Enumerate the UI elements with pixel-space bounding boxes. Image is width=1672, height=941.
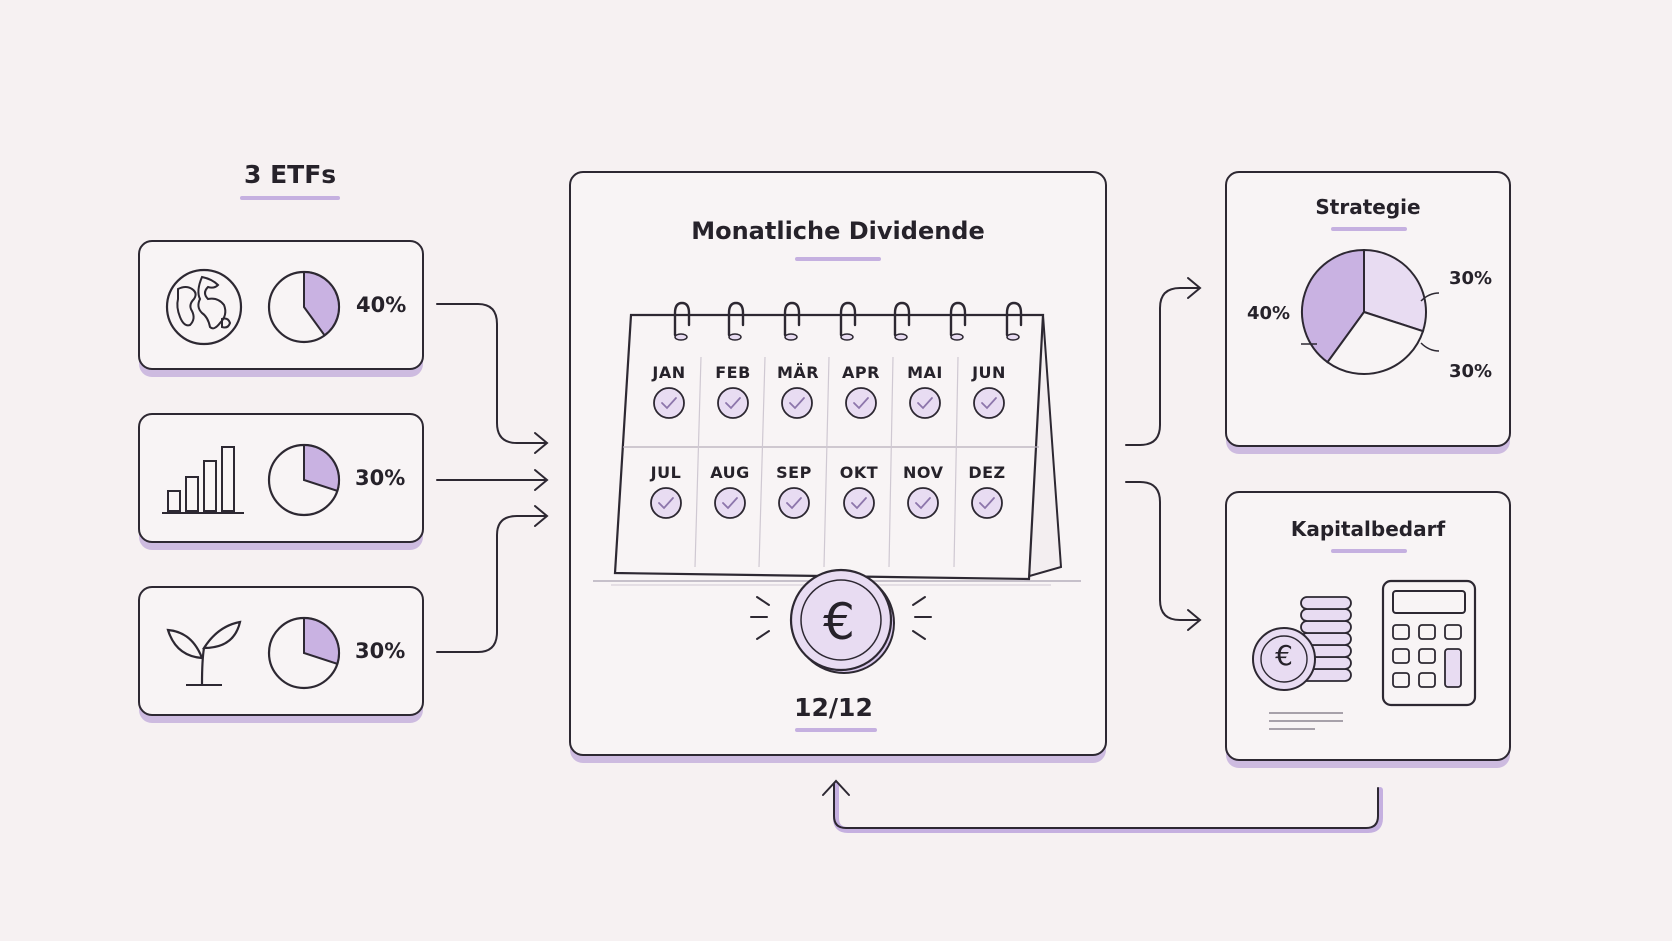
pie-highlight-slice <box>303 443 340 493</box>
strategy-title: Strategie <box>1315 195 1421 219</box>
sprout-icon <box>166 620 242 686</box>
calendar-ring <box>783 301 801 341</box>
calculator-icon <box>1381 579 1477 707</box>
etf-pie-chart <box>267 616 341 690</box>
euro-coin-icon <box>750 568 932 674</box>
month-label-aug: AUG <box>710 463 750 482</box>
month-label-mai: MAI <box>907 363 943 382</box>
month-label-sep: SEP <box>776 463 812 482</box>
calendar-ring <box>673 301 691 341</box>
strategy-title-underline <box>1331 227 1407 231</box>
etf-card-growth[interactable]: 30% <box>138 413 424 543</box>
month-label-mär: MÄR <box>777 363 820 382</box>
strategy-panel: Strategie 40% 30% 30% <box>1225 171 1511 447</box>
month-check-icon <box>971 487 1003 519</box>
month-label-apr: APR <box>842 363 880 382</box>
calendar-panel: Monatliche Dividende JAN FEB MÄR APR MAI JUN J… <box>569 171 1107 756</box>
calendar-ring <box>727 301 745 341</box>
strategy-label-30-top: 30% <box>1449 268 1493 289</box>
pie-highlight-slice <box>303 270 340 337</box>
etfs-title: 3 ETFs <box>244 160 337 189</box>
month-check-icon <box>973 387 1005 419</box>
month-label-jan: JAN <box>652 363 686 382</box>
calendar-ring <box>949 301 967 341</box>
etf-card-world[interactable]: 40% <box>138 240 424 370</box>
capital-coin-euro-symbol: € <box>1275 639 1293 672</box>
capital-title: Kapitalbedarf <box>1290 517 1446 541</box>
etf-pie-chart <box>267 443 341 517</box>
month-label-feb: FEB <box>715 363 751 382</box>
month-check-icon <box>845 387 877 419</box>
month-check-icon <box>650 487 682 519</box>
month-label-jun: JUN <box>972 363 1006 382</box>
month-check-icon <box>843 487 875 519</box>
calendar-ring <box>1005 301 1023 341</box>
calendar-title-underline <box>795 257 881 261</box>
counter-underline <box>795 728 877 732</box>
etf-pie-chart <box>267 270 341 344</box>
dividend-counter: 12/12 <box>794 693 873 722</box>
strategy-slice-0 <box>1301 248 1365 364</box>
coin-euro-symbol: € <box>823 593 855 651</box>
pie-highlight-slice <box>303 616 340 666</box>
strategy-slice-2 <box>1326 310 1425 375</box>
strategy-slice-1 <box>1363 248 1427 333</box>
month-label-jul: JUL <box>650 463 682 482</box>
month-check-icon <box>781 387 813 419</box>
etf-percent: 30% <box>355 466 406 490</box>
month-check-icon <box>909 387 941 419</box>
month-label-okt: OKT <box>839 463 879 482</box>
globe-icon <box>165 268 243 346</box>
etfs-title-underline <box>240 196 340 200</box>
calendar-title: Monatliche Dividende <box>691 217 985 245</box>
month-label-nov: NOV <box>903 463 944 482</box>
document-lines-icon <box>1269 712 1343 730</box>
calendar-ring <box>893 301 911 341</box>
month-check-icon <box>907 487 939 519</box>
capital-title-underline <box>1331 549 1407 553</box>
etf-card-sustainable[interactable]: 30% <box>138 586 424 716</box>
coin-stack-icon <box>1252 596 1352 691</box>
month-check-icon <box>714 487 746 519</box>
month-label-dez: DEZ <box>968 463 1006 482</box>
strategy-pie-chart <box>1301 248 1440 375</box>
month-check-icon <box>653 387 685 419</box>
capital-panel: Kapitalbedarf € <box>1225 491 1511 761</box>
etf-percent: 30% <box>355 639 406 663</box>
month-check-icon <box>778 487 810 519</box>
calendar-ring <box>839 301 857 341</box>
month-check-icon <box>717 387 749 419</box>
bar-chart-icon <box>162 446 244 514</box>
etf-percent: 40% <box>356 293 407 317</box>
strategy-label-30-bottom: 30% <box>1449 361 1493 382</box>
strategy-label-40: 40% <box>1247 303 1291 324</box>
strategy-leader-line <box>1420 342 1440 352</box>
strategy-leader-line <box>1420 292 1440 302</box>
